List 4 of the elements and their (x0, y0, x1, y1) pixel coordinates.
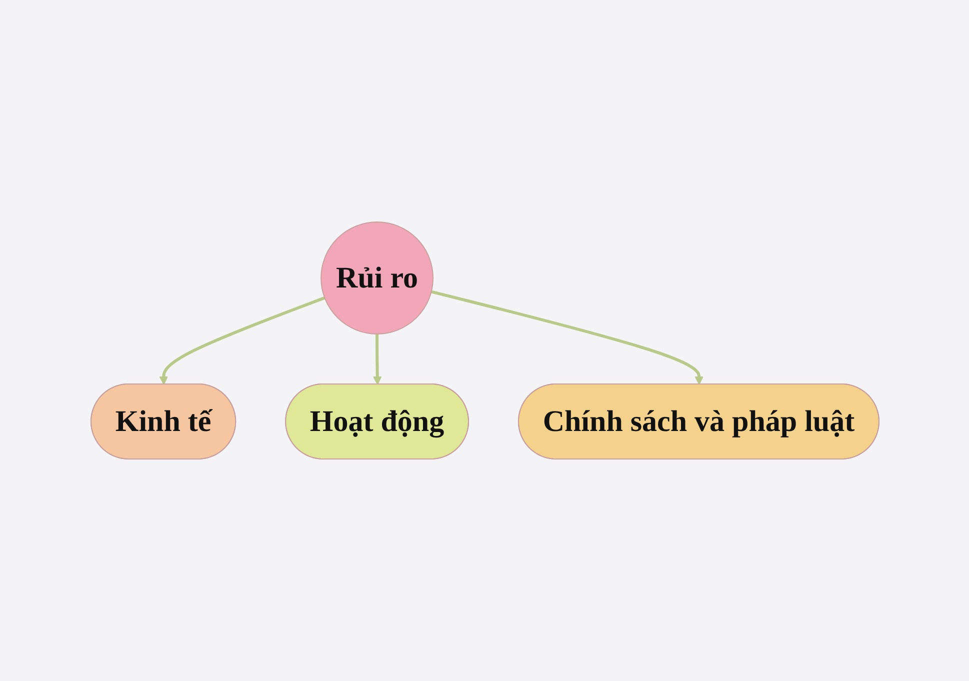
arrow (372, 334, 382, 385)
arrow (158, 296, 325, 385)
node-circle: Rủi ro (320, 222, 433, 334)
arrow (430, 290, 703, 385)
